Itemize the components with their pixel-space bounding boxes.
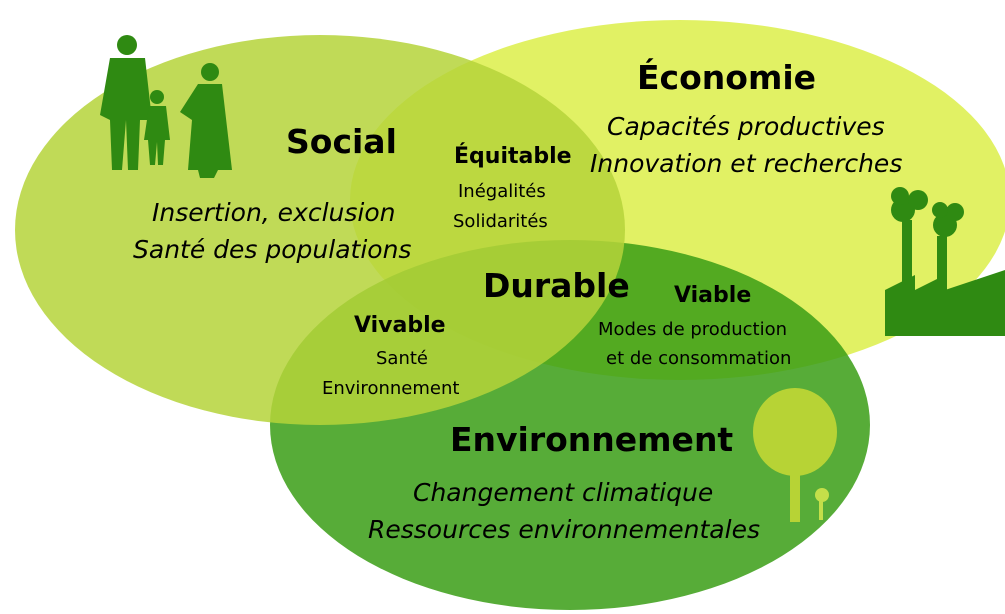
viable-line-2: et de consommation — [606, 348, 792, 369]
equitable-title: Équitable — [454, 144, 572, 169]
tree-icon — [753, 388, 837, 522]
environnement-line-1: Changement climatique — [413, 478, 714, 507]
vivable-line-2: Environnement — [322, 378, 460, 399]
factory-icon — [885, 187, 1005, 336]
economie-line-1: Capacités productives — [607, 112, 885, 141]
economie-line-2: Innovation et recherches — [590, 149, 903, 178]
vivable-line-1: Santé — [376, 348, 428, 369]
environnement-line-2: Ressources environnementales — [368, 515, 760, 544]
viable-line-1: Modes de production — [598, 319, 788, 340]
vivable-title: Vivable — [354, 313, 446, 338]
viable-title: Viable — [674, 283, 752, 308]
economie-title: Économie — [637, 58, 817, 97]
environnement-title: Environnement — [450, 420, 734, 459]
social-line-2: Santé des populations — [133, 235, 412, 264]
equitable-line-2: Solidarités — [453, 211, 548, 232]
equitable-line-1: Inégalités — [458, 181, 546, 202]
social-title: Social — [286, 122, 397, 161]
social-line-1: Insertion, exclusion — [152, 198, 396, 227]
durable-title: Durable — [483, 266, 630, 305]
family-icon — [100, 35, 232, 178]
